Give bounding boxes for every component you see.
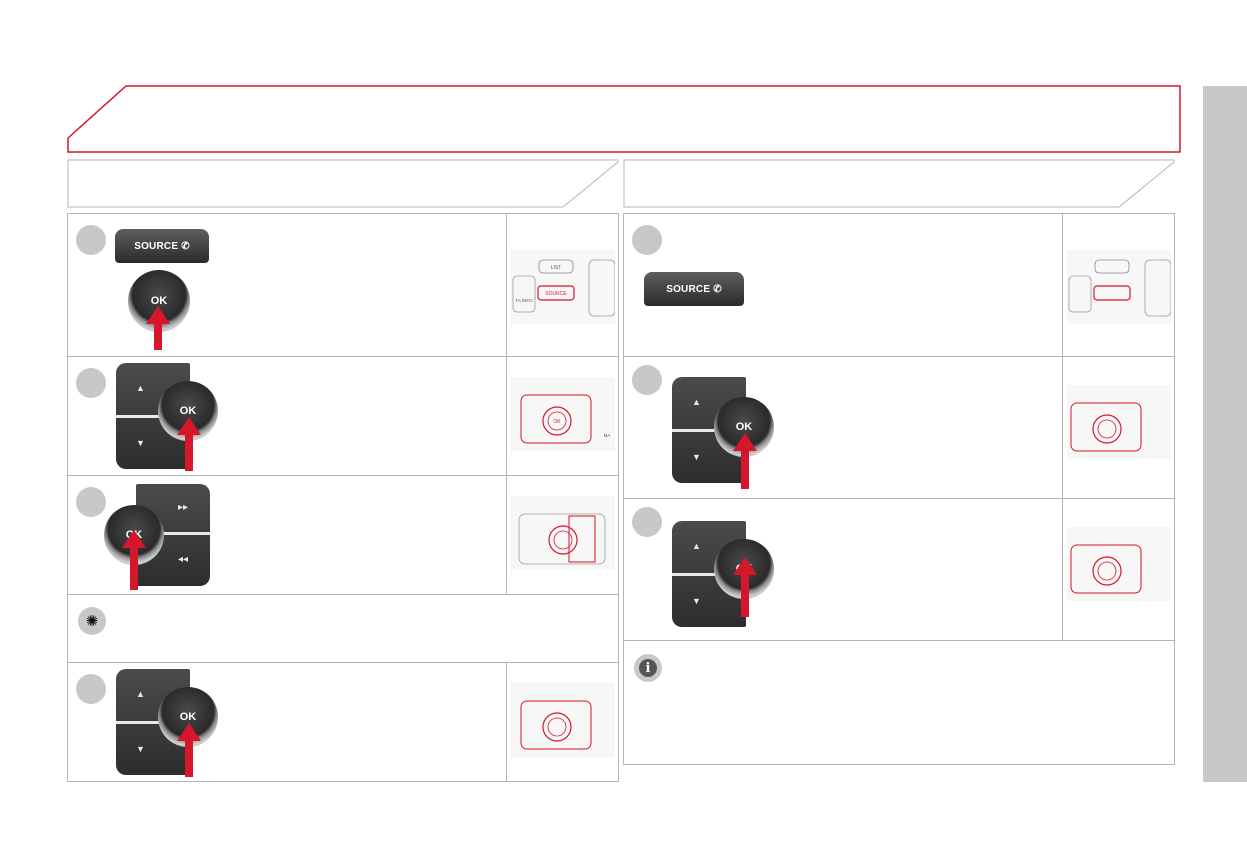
thumbnail-cell (506, 663, 619, 781)
right-steps-panel: SOURCE✆ ▲ ▼ OK (623, 213, 1175, 765)
left-steps-panel: SOURCE✆ OK LIST SOURCE TA INFO ▲ ▼ (67, 213, 619, 782)
pad-divider (136, 532, 210, 535)
fast-forward-icon[interactable]: ▸▸ (178, 502, 189, 513)
pad-divider (116, 721, 190, 724)
up-arrow-icon[interactable]: ▲ (692, 397, 701, 407)
down-arrow-icon[interactable]: ▼ (692, 596, 701, 606)
press-arrow-icon (177, 723, 201, 777)
press-arrow-icon (733, 433, 757, 489)
step-number-badge (632, 365, 662, 395)
up-arrow-icon[interactable]: ▲ (136, 383, 145, 393)
left-column-header (67, 159, 619, 208)
thumb-mail-label: MA (604, 433, 611, 438)
step-row: ▲ ▼ OK (68, 663, 618, 781)
step-row: SOURCE✆ OK LIST SOURCE TA INFO (68, 214, 618, 357)
step-number-badge (76, 368, 106, 398)
step-number-badge (76, 225, 106, 255)
thumbnail-cell (506, 476, 619, 594)
phone-icon: ✆ (181, 240, 190, 252)
up-arrow-icon[interactable]: ▲ (136, 689, 145, 699)
ok-button-label: OK (179, 711, 197, 723)
thumbnail-cell (1062, 499, 1175, 640)
thumbnail-cell (1062, 214, 1175, 356)
thumb-ok-label: OK (553, 419, 561, 425)
lightbulb-icon: ✺ (78, 607, 106, 635)
thumb-source-label: SOURCE (545, 291, 567, 297)
ok-button[interactable]: OK (714, 397, 774, 457)
thumbnail-cell: OK MA (506, 357, 619, 475)
thumbnail-cell: LIST SOURCE TA INFO (506, 214, 619, 356)
press-arrow-icon (177, 417, 201, 471)
ok-button-label: OK (150, 295, 168, 307)
step-row: ▲ ▼ OK OK MA (68, 357, 618, 476)
press-arrow-icon (733, 557, 757, 617)
console-thumbnail: OK MA (511, 377, 615, 451)
press-arrow-icon (146, 306, 170, 350)
down-arrow-icon[interactable]: ▼ (136, 744, 145, 754)
console-thumbnail (511, 683, 615, 757)
step-number-badge (76, 674, 106, 704)
right-column-header (623, 159, 1175, 208)
step-row: ▲ ▼ OK (624, 357, 1174, 499)
source-button-label: SOURCE (666, 283, 711, 295)
tip-row: ✺ (68, 595, 618, 663)
source-button[interactable]: SOURCE✆ (644, 272, 744, 306)
ok-button-label: OK (179, 405, 197, 417)
up-arrow-icon[interactable]: ▲ (692, 541, 701, 551)
thumb-ta-info-label: TA INFO (515, 298, 533, 303)
step-number-badge (76, 487, 106, 517)
step-number-badge (632, 507, 662, 537)
down-arrow-icon[interactable]: ▼ (136, 438, 145, 448)
source-button-label: SOURCE (134, 240, 179, 252)
step-number-badge (632, 225, 662, 255)
info-icon: i (634, 654, 662, 682)
down-arrow-icon[interactable]: ▼ (692, 452, 701, 462)
pad-divider (672, 429, 746, 432)
step-row: SOURCE✆ (624, 214, 1174, 357)
console-thumbnail (511, 496, 615, 570)
thumbnail-cell (1062, 357, 1175, 498)
info-row: i (624, 641, 1174, 764)
thumb-list-label: LIST (551, 265, 562, 271)
pad-divider (672, 573, 746, 576)
press-arrow-icon (122, 530, 146, 590)
rewind-icon[interactable]: ◂◂ (178, 554, 189, 565)
pad-divider (116, 415, 190, 418)
ok-button-label: OK (735, 421, 753, 433)
source-button[interactable]: SOURCE✆ (115, 229, 209, 263)
section-header-banner (67, 85, 1181, 153)
step-row: ▲ ▼ OK (624, 499, 1174, 641)
phone-icon: ✆ (713, 283, 722, 295)
console-thumbnail (1067, 385, 1171, 459)
console-thumbnail (1067, 250, 1171, 324)
sidebar-tab[interactable] (1203, 86, 1247, 782)
console-thumbnail (1067, 527, 1171, 601)
step-row: ▸▸ ◂◂ OK (68, 476, 618, 595)
console-thumbnail: LIST SOURCE TA INFO (511, 250, 615, 324)
